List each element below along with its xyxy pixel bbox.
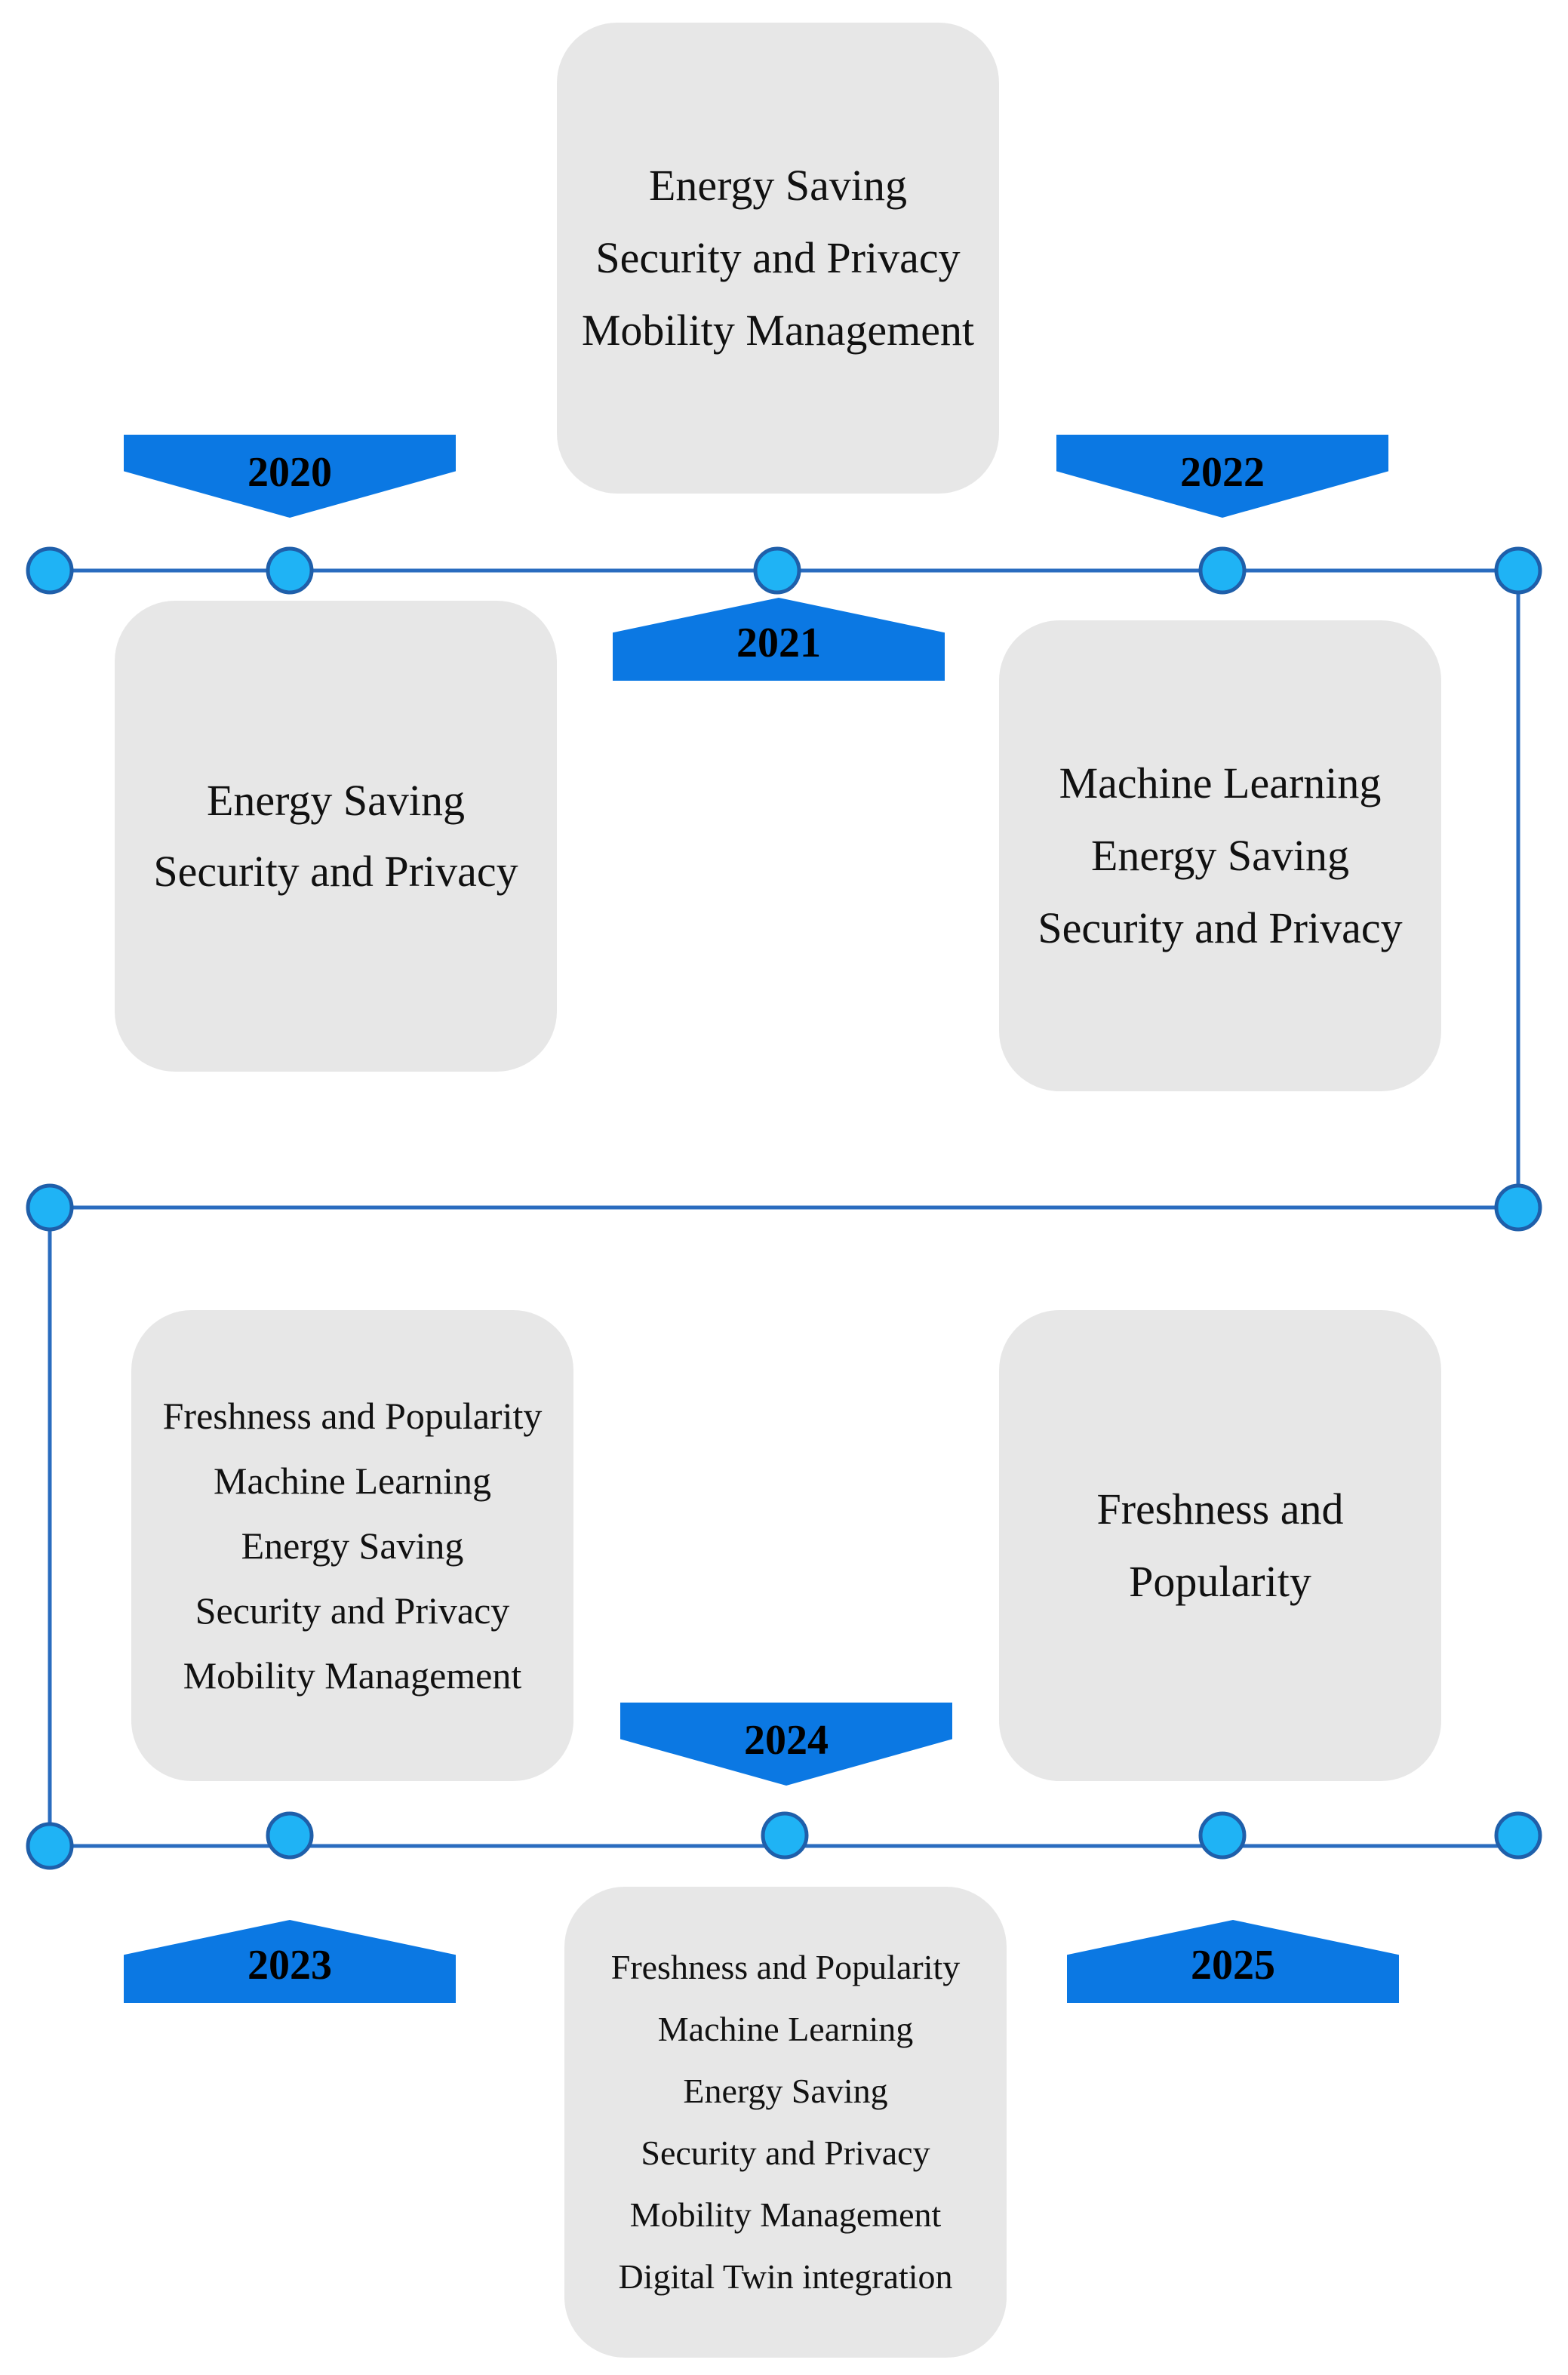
- topic-item: Popularity: [1129, 1557, 1311, 1606]
- topic-item: Machine Learning: [657, 2010, 914, 2048]
- topic-item: Machine Learning: [1059, 758, 1382, 808]
- year-tag-2020: 2020: [124, 435, 456, 518]
- topics-box-2020: Energy Saving Security and Privacy: [115, 601, 557, 1072]
- topic-item: Mobility Management: [183, 1654, 522, 1697]
- topics-box-2022: Machine Learning Energy Saving Security …: [999, 620, 1441, 1091]
- timeline-node: [1494, 1811, 1542, 1860]
- year-tag-2022: 2022: [1056, 435, 1388, 518]
- topic-item: Security and Privacy: [1038, 903, 1403, 952]
- timeline-node-2021: [753, 546, 801, 595]
- topic-item: Security and Privacy: [153, 847, 518, 896]
- year-label-2023: 2023: [247, 1942, 332, 1989]
- topic-item: Freshness and Popularity: [162, 1395, 543, 1437]
- year-tag-2021: 2021: [613, 598, 945, 681]
- year-tag-2023: 2023: [124, 1920, 456, 2003]
- timeline-node: [1494, 546, 1542, 595]
- timeline-node: [26, 546, 74, 595]
- topic-item: Freshness and Popularity: [610, 1948, 961, 1986]
- topic-item: Mobility Management: [629, 2195, 942, 2234]
- topic-item: Energy Saving: [1090, 831, 1350, 880]
- topic-item: Energy Saving: [241, 1524, 464, 1567]
- timeline-node: [1494, 1183, 1542, 1232]
- timeline-node-2024: [761, 1811, 809, 1860]
- year-tag-2024: 2024: [620, 1703, 952, 1786]
- topic-item: Mobility Management: [581, 306, 975, 355]
- topics-box-2025: Freshness and Popularity: [999, 1310, 1441, 1781]
- year-label-2025: 2025: [1191, 1942, 1275, 1989]
- timeline-node-2025: [1198, 1811, 1247, 1860]
- topic-item: Energy Saving: [683, 2072, 888, 2110]
- timeline-node-2020: [266, 546, 314, 595]
- topic-item: Freshness and: [1096, 1484, 1344, 1534]
- topic-item: Security and Privacy: [195, 1589, 510, 1632]
- year-label-2024: 2024: [744, 1717, 829, 1764]
- timeline-node-2023: [266, 1811, 314, 1860]
- topics-box-2023: Freshness and Popularity Machine Learnin…: [131, 1310, 573, 1781]
- topics-box-2024: Freshness and Popularity Machine Learnin…: [564, 1887, 1007, 2358]
- topic-item: Security and Privacy: [641, 2134, 930, 2172]
- timeline-node: [26, 1183, 74, 1232]
- topic-item: Energy Saving: [648, 161, 908, 210]
- topic-item: Digital Twin integration: [618, 2257, 953, 2296]
- timeline-node-2022: [1198, 546, 1247, 595]
- topics-box-2021: Energy Saving Security and Privacy Mobil…: [557, 23, 999, 494]
- year-tag-2025: 2025: [1067, 1920, 1399, 2003]
- topic-item: Security and Privacy: [595, 233, 961, 282]
- year-label-2020: 2020: [247, 449, 332, 496]
- topic-item: Machine Learning: [214, 1460, 491, 1502]
- timeline-node: [26, 1822, 74, 1870]
- topic-item: Energy Saving: [206, 776, 466, 825]
- year-label-2022: 2022: [1180, 449, 1265, 496]
- year-label-2021: 2021: [736, 620, 821, 666]
